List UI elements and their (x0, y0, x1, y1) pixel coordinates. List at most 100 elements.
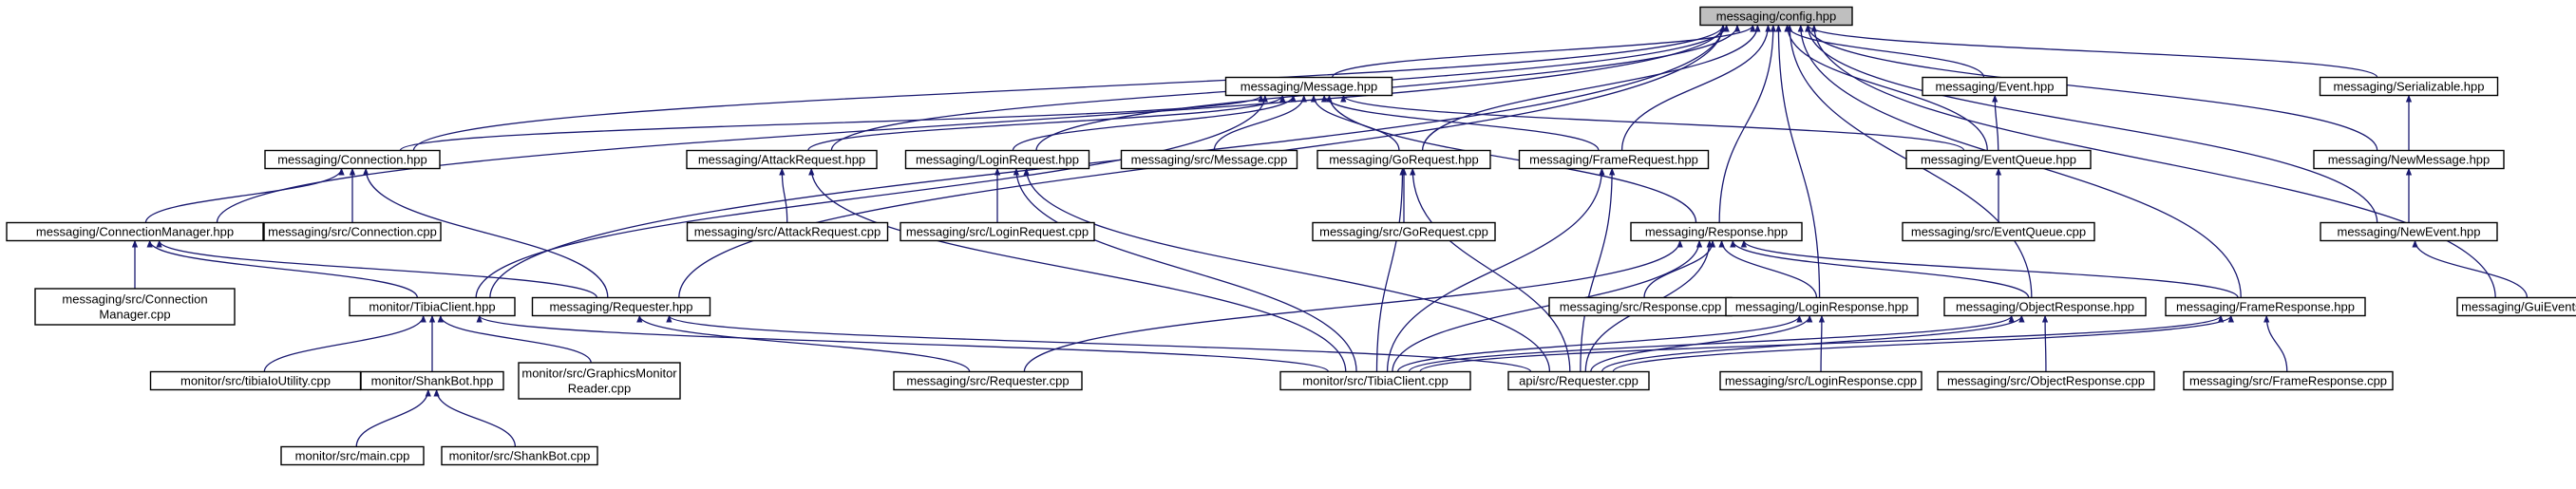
node-label: messaging/src/GoRequest.cpp (1319, 225, 1488, 239)
node-attackrequest-cpp[interactable]: messaging/src/AttackRequest.cpp (686, 221, 889, 242)
node-main-cpp[interactable]: monitor/src/main.cpp (280, 445, 425, 466)
node-box (900, 221, 1095, 242)
node-label: api/src/Requester.cpp (1519, 374, 1638, 388)
node-config-hpp[interactable]: messaging/config.hpp (1699, 6, 1853, 27)
node-label: messaging/EventQueue.hpp (1921, 153, 2076, 167)
node-box (2313, 149, 2505, 170)
edge-newevent_hpp-to-config_hpp (1805, 24, 2378, 223)
node-loginrequest-hpp[interactable]: messaging/LoginRequest.hpp (904, 149, 1090, 170)
node-response-cpp[interactable]: messaging/src/Response.cpp (1548, 296, 1733, 317)
node-label: messaging/FrameResponse.hpp (2176, 300, 2355, 314)
node-objectresponse-cpp[interactable]: messaging/src/ObjectResponse.cpp (1937, 370, 2155, 391)
node-label: messaging/ConnectionManager.hpp (36, 225, 234, 239)
node-label: messaging/ObjectResponse.hpp (1956, 300, 2134, 314)
node-box (441, 445, 598, 466)
node-attackrequest-hpp[interactable]: messaging/AttackRequest.hpp (686, 149, 878, 170)
edge-framerequest_hpp-to-config_hpp (1620, 24, 1771, 151)
edge-requester_cpp-to-response_hpp (1023, 239, 1683, 372)
node-label: messaging/AttackRequest.hpp (698, 153, 865, 167)
edge-frameresponse_hpp-to-response_hpp (1740, 239, 2239, 298)
edge-api_requester_cpp-to-requester_hpp (666, 314, 1532, 373)
node-connectionmanager-cpp[interactable]: messaging/src/ConnectionManager.cpp (34, 288, 236, 326)
node-label: monitor/src/tibiaIoUtility.cpp (180, 374, 331, 388)
edge-eventqueue_hpp-to-config_hpp (1784, 24, 1988, 151)
edge-api_requester_cpp-to-framerequest_hpp (1580, 167, 1616, 372)
edge-loginrequest_hpp-to-message_hpp (1012, 94, 1297, 151)
node-serializable-hpp[interactable]: messaging/Serializable.hpp (2319, 76, 2499, 97)
node-loginrequest-cpp[interactable]: messaging/src/LoginRequest.cpp (900, 221, 1095, 242)
file-nodes: messaging/config.hpp messaging/Message.hp… (6, 6, 2576, 466)
edge-event_hpp-to-config_hpp (1784, 24, 1985, 78)
node-connection-hpp[interactable]: messaging/Connection.hpp (264, 149, 441, 170)
node-frameresponse-hpp[interactable]: messaging/FrameResponse.hpp (2165, 296, 2366, 317)
node-framerequest-hpp[interactable]: messaging/FrameRequest.hpp (1518, 149, 1710, 170)
node-label: messaging/src/Response.cpp (1560, 300, 1722, 314)
node-box (1699, 6, 1853, 27)
node-connectionmanager-hpp[interactable]: messaging/ConnectionManager.hpp (6, 221, 264, 242)
edge-tibiaclient_cpp-to-response_hpp (1392, 239, 1703, 372)
edge-objectresponse_hpp-to-response_hpp (1730, 239, 2030, 298)
node-label: messaging/config.hpp (1716, 9, 1836, 24)
node-message-hpp[interactable]: messaging/Message.hpp (1224, 76, 1393, 97)
node-gorequest-hpp[interactable]: messaging/GoRequest.hpp (1316, 149, 1491, 170)
node-shankbot-hpp[interactable]: monitor/ShankBot.hpp (360, 370, 504, 391)
node-label: messaging/src/FrameResponse.cpp (2189, 374, 2387, 388)
node-objectresponse-hpp[interactable]: messaging/ObjectResponse.hpp (1943, 296, 2147, 317)
node-event-hpp[interactable]: messaging/Event.hpp (1922, 76, 2068, 97)
node-label: messaging/NewEvent.hpp (2337, 225, 2480, 239)
node-api-requester-cpp[interactable]: api/src/Requester.cpp (1507, 370, 1650, 391)
node-response-hpp[interactable]: messaging/Response.hpp (1630, 221, 1803, 242)
node-message-cpp[interactable]: messaging/src/Message.cpp (1120, 149, 1298, 170)
node-guievents-hpp[interactable]: messaging/GuiEvents.hpp (2456, 296, 2576, 317)
edge-requester_hpp-to-connection_hpp (362, 167, 609, 298)
edge-frameresponse_cpp-to-frameresponse_hpp (2263, 314, 2288, 372)
node-tibiaclient-cpp[interactable]: monitor/src/TibiaClient.cpp (1279, 370, 1471, 391)
edge-tibiaclient_cpp-to-framerequest_hpp (1386, 167, 1605, 372)
edge-connectionmanager_hpp-to-config_hpp (216, 24, 1727, 223)
node-loginresponse-cpp[interactable]: messaging/src/LoginResponse.cpp (1719, 370, 1923, 391)
node-box (1224, 76, 1393, 97)
node-label: messaging/src/Connection (62, 292, 207, 307)
node-eventqueue-hpp[interactable]: messaging/EventQueue.hpp (1905, 149, 2092, 170)
node-requester-cpp[interactable]: messaging/src/Requester.cpp (893, 370, 1083, 391)
edge-tibiaclient_cpp-to-tibiaclient_hpp (476, 314, 1329, 373)
node-label: messaging/Serializable.hpp (2334, 80, 2485, 94)
node-box (34, 288, 236, 326)
node-loginresponse-hpp[interactable]: messaging/LoginResponse.hpp (1725, 296, 1919, 317)
edge-connection_hpp-to-message_hpp (399, 94, 1264, 152)
edge-response_hpp-to-config_hpp (1718, 24, 1777, 223)
node-label: monitor/src/ShankBot.cpp (449, 449, 591, 463)
node-frameresponse-cpp[interactable]: messaging/src/FrameResponse.cpp (2183, 370, 2394, 391)
node-box (904, 149, 1090, 170)
node-connection-cpp[interactable]: messaging/src/Connection.cpp (263, 221, 442, 242)
node-label: monitor/TibiaClient.hpp (369, 300, 495, 314)
node-box (2456, 296, 2576, 317)
node-label: messaging/src/Connection.cpp (268, 225, 437, 239)
node-gorequest-cpp[interactable]: messaging/src/GoRequest.cpp (1312, 221, 1496, 242)
edge-tibiaclient_hpp-to-config_hpp (489, 24, 1727, 298)
node-tibiaclient-hpp[interactable]: monitor/TibiaClient.hpp (349, 296, 516, 317)
node-box (1902, 221, 2095, 242)
node-box (686, 149, 878, 170)
node-newmessage-hpp[interactable]: messaging/NewMessage.hpp (2313, 149, 2505, 170)
node-label: messaging/Response.hpp (1645, 225, 1788, 239)
node-label: messaging/NewMessage.hpp (2328, 153, 2491, 167)
node-label: messaging/Requester.hpp (549, 300, 692, 314)
edge-requester_cpp-to-requester_hpp (636, 314, 971, 372)
node-requester-hpp[interactable]: messaging/Requester.hpp (531, 296, 711, 317)
node-eventqueue-cpp[interactable]: messaging/src/EventQueue.cpp (1902, 221, 2095, 242)
edge-tibiaclient_cpp-to-objectresponse_hpp (1408, 314, 2015, 373)
edge-api_requester_cpp-to-frameresponse_hpp (1612, 314, 2234, 373)
edge-attackrequest_hpp-to-message_hpp (807, 94, 1286, 151)
node-box (2165, 296, 2366, 317)
node-tibiaioutility-cpp[interactable]: monitor/src/tibiaIoUtility.cpp (149, 370, 362, 391)
node-newevent-hpp[interactable]: messaging/NewEvent.hpp (2320, 221, 2498, 242)
node-box (349, 296, 516, 317)
dependency-edges (131, 24, 2529, 447)
node-label: messaging/src/LoginResponse.cpp (1725, 374, 1917, 388)
node-shankbot-cpp[interactable]: monitor/src/ShankBot.cpp (441, 445, 598, 466)
node-label: monitor/src/GraphicsMonitor (521, 367, 677, 381)
edge-tibiaclient_cpp-to-attackrequest_hpp (808, 167, 1347, 372)
